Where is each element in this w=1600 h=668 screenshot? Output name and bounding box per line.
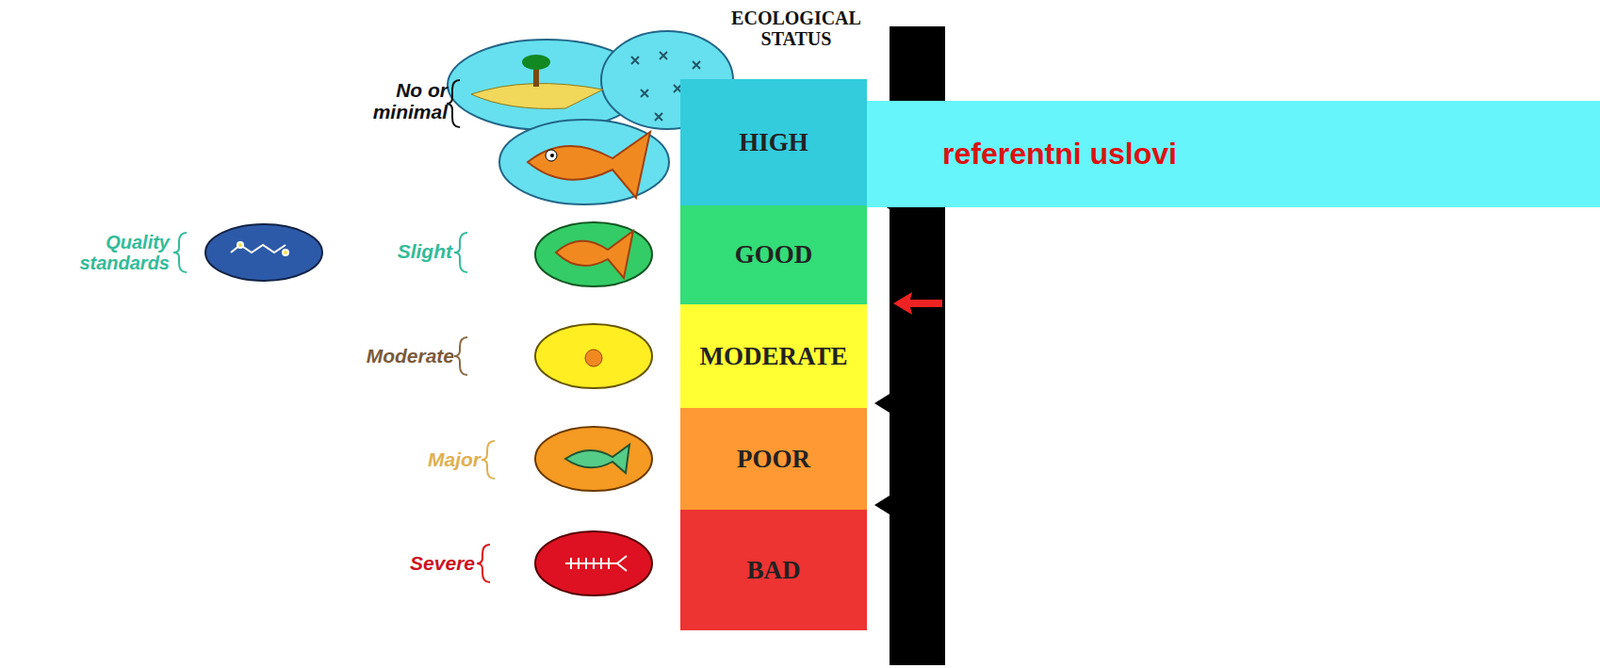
sand — [471, 83, 604, 110]
status-text: MODERATE — [699, 342, 848, 372]
impact-label: Slight — [376, 240, 453, 262]
sick-fish — [565, 444, 630, 474]
bad-ellipse — [535, 531, 653, 596]
status-band: GOOD — [680, 205, 867, 305]
notch — [874, 393, 890, 413]
status-band: POOR — [680, 408, 867, 510]
fish — [527, 131, 651, 198]
tree-top — [522, 54, 551, 70]
impact-label: Moderate — [339, 344, 455, 367]
impact-label: No or minimal — [372, 79, 448, 123]
reference-box: referentni uslovi — [866, 100, 1600, 208]
brace — [173, 80, 495, 583]
moderate-ellipse — [535, 324, 653, 389]
fish — [555, 230, 634, 278]
impact-label: Quality standards — [37, 231, 170, 274]
status-band: HIGH — [680, 79, 867, 206]
molecule — [230, 242, 289, 256]
reference-text: referentni uslovi — [942, 136, 1177, 172]
status-text: BAD — [746, 555, 800, 586]
status-band: MODERATE — [680, 304, 867, 409]
chemical-ellipse — [205, 224, 323, 281]
impact-label: Major — [395, 448, 481, 471]
notch — [874, 495, 890, 515]
status-band: BAD — [680, 509, 867, 631]
fish-ellipse — [499, 119, 670, 205]
status-text: POOR — [736, 444, 811, 474]
status-text: HIGH — [738, 128, 809, 158]
impact-label: Severe — [376, 552, 475, 574]
small-fish — [585, 349, 603, 367]
red-arrow — [893, 292, 943, 315]
poor-ellipse — [535, 426, 653, 491]
good-ellipse — [535, 222, 653, 287]
column-heading: ECOLOGICAL STATUS — [720, 7, 872, 49]
fish-skeleton — [565, 555, 627, 572]
status-text: GOOD — [734, 240, 814, 270]
